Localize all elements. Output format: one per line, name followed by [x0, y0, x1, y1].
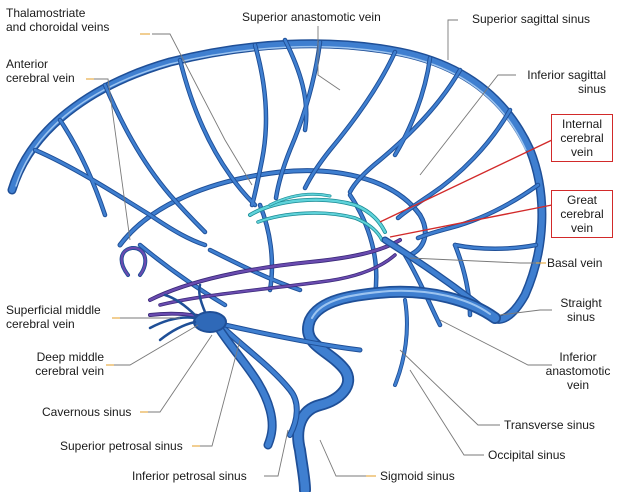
anterior-cerebral-vein-shape [119, 246, 148, 277]
label-transverse-sinus: Transverse sinus [504, 418, 595, 432]
label-sigmoid-sinus: Sigmoid sinus [380, 469, 455, 483]
label-inferior-sagittal-sinus: Inferior sagittal sinus [527, 68, 606, 96]
label-straight-sinus: Straight sinus [560, 296, 602, 324]
label-anterior-cerebral-vein: Anterior cerebral vein [6, 57, 75, 85]
label-thalamostriate-text: Thalamostriate and choroidal veins [6, 6, 110, 34]
label-cavernous-sinus: Cavernous sinus [42, 405, 132, 419]
transverse-sigmoid-sinus-shape [292, 285, 501, 492]
label-internal-cerebral-vein: Internal cerebral vein [551, 114, 613, 162]
label-deep-middle-cerebral-vein: Deep middle cerebral vein [35, 350, 104, 378]
label-inferior-petrosal-sinus: Inferior petrosal sinus [132, 469, 247, 483]
cavernous-sinus-shape [148, 283, 227, 342]
label-great-cerebral-vein: Great cerebral vein [551, 190, 613, 238]
basal-vein-shape [148, 238, 402, 307]
superior-sagittal-sinus-shape [7, 39, 547, 324]
label-superior-sagittal-sinus: Superior sagittal sinus [472, 12, 591, 26]
label-thalamostriate-choroidal-veins: Thalamostriate and choroidal veins [6, 6, 109, 34]
label-superior-petrosal-sinus: Superior petrosal sinus [60, 439, 183, 453]
petrosal-sinus-shapes [212, 317, 363, 450]
label-inferior-anastomotic-vein: Inferior anastomotic vein [545, 350, 611, 392]
label-superficial-middle-cerebral-vein: Superficial middle cerebral vein [6, 303, 101, 331]
leader-lines [86, 19, 553, 477]
internal-cerebral-vein-shape [248, 192, 387, 242]
occipital-sinus-shape [393, 298, 409, 387]
inferior-sagittal-sinus-shape [117, 168, 428, 258]
label-basal-vein: Basal vein [547, 256, 603, 270]
label-superior-anastomotic-vein: Superior anastomotic vein [242, 10, 381, 24]
label-occipital-sinus: Occipital sinus [488, 448, 566, 462]
